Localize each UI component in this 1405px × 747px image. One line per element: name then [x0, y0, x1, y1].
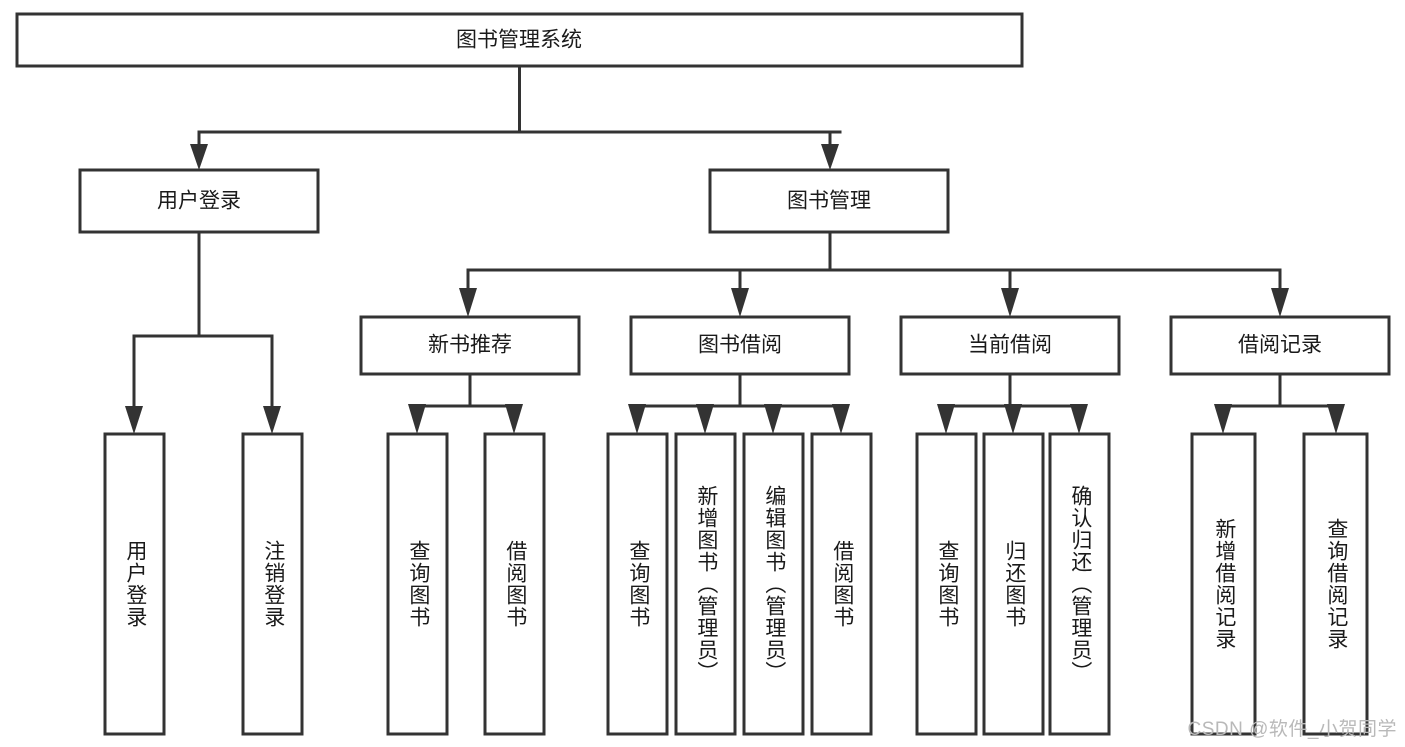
node-box-leaf[interactable]	[674, 432, 737, 736]
arrow-new-book-leaf-2	[505, 404, 523, 434]
connector-group-borrow	[628, 372, 850, 434]
node-label-user-login: 用户登录	[157, 190, 241, 213]
arrow-user-login-leaf-1	[125, 406, 143, 434]
arrow-user-login-leaf-2	[263, 406, 281, 434]
arrow-book-mgmt-to-current	[1001, 288, 1019, 317]
node-box-leaf[interactable]	[982, 432, 1045, 736]
node-box-leaf[interactable]	[386, 432, 449, 736]
connector-group-records	[1214, 372, 1345, 434]
arrow-records-leaf-2	[1327, 404, 1345, 434]
node-box-root[interactable]	[15, 12, 1024, 68]
arrow-current-leaf-3	[1070, 404, 1088, 434]
node-box-leaf[interactable]	[241, 432, 304, 736]
arrow-book-mgmt-to-new-book	[459, 288, 477, 317]
node-box-book-borrow[interactable]	[629, 315, 851, 376]
arrow-borrow-leaf-3	[764, 404, 782, 434]
node-box-leaf[interactable]	[915, 432, 978, 736]
node-box-user-login[interactable]	[78, 168, 320, 234]
node-box-leaf[interactable]	[742, 432, 805, 736]
node-box-current-borrow[interactable]	[899, 315, 1121, 376]
arrow-root-to-user-login	[190, 144, 208, 170]
node-label-root: 图书管理系统	[456, 29, 582, 52]
connector-group-current	[937, 372, 1088, 434]
node-box-leaf[interactable]	[606, 432, 669, 736]
node-box-leaf[interactable]	[1048, 432, 1111, 736]
arrow-current-leaf-2	[1004, 404, 1022, 434]
arrow-current-leaf-1	[937, 404, 955, 434]
arrow-borrow-leaf-1	[628, 404, 646, 434]
node-box-new-book-recommend[interactable]	[359, 315, 581, 376]
node-box-leaf[interactable]	[103, 432, 166, 736]
connector-group-root	[190, 64, 842, 170]
arrow-borrow-leaf-2	[696, 404, 714, 434]
connector-group-new-book	[408, 372, 523, 434]
arrow-records-leaf-1	[1214, 404, 1232, 434]
arrow-book-mgmt-to-borrow	[731, 288, 749, 317]
arrow-book-mgmt-to-records	[1271, 288, 1289, 317]
node-box-book-mgmt[interactable]	[708, 168, 950, 234]
watermark: CSDN @软件_小贺同学	[1187, 719, 1397, 740]
node-label-book-mgmt: 图书管理	[787, 190, 871, 213]
node-box-leaf[interactable]	[810, 432, 873, 736]
connector-group-user-login	[125, 230, 281, 434]
node-box-leaf[interactable]	[1302, 432, 1369, 736]
node-box-leaf[interactable]	[1190, 432, 1257, 736]
node-label-new-book-recommend: 新书推荐	[428, 334, 512, 357]
arrow-root-to-book-mgmt	[821, 144, 839, 170]
node-label-borrow-records: 借阅记录	[1238, 334, 1322, 357]
arrow-new-book-leaf-1	[408, 404, 426, 434]
connector-group-book-mgmt	[459, 230, 1289, 317]
node-box-borrow-records[interactable]	[1169, 315, 1391, 376]
node-box-leaf[interactable]	[483, 432, 546, 736]
leaf-box-group	[103, 432, 1369, 736]
node-label-book-borrow: 图书借阅	[698, 334, 782, 357]
node-label-current-borrow: 当前借阅	[968, 334, 1052, 357]
arrow-borrow-leaf-4	[832, 404, 850, 434]
